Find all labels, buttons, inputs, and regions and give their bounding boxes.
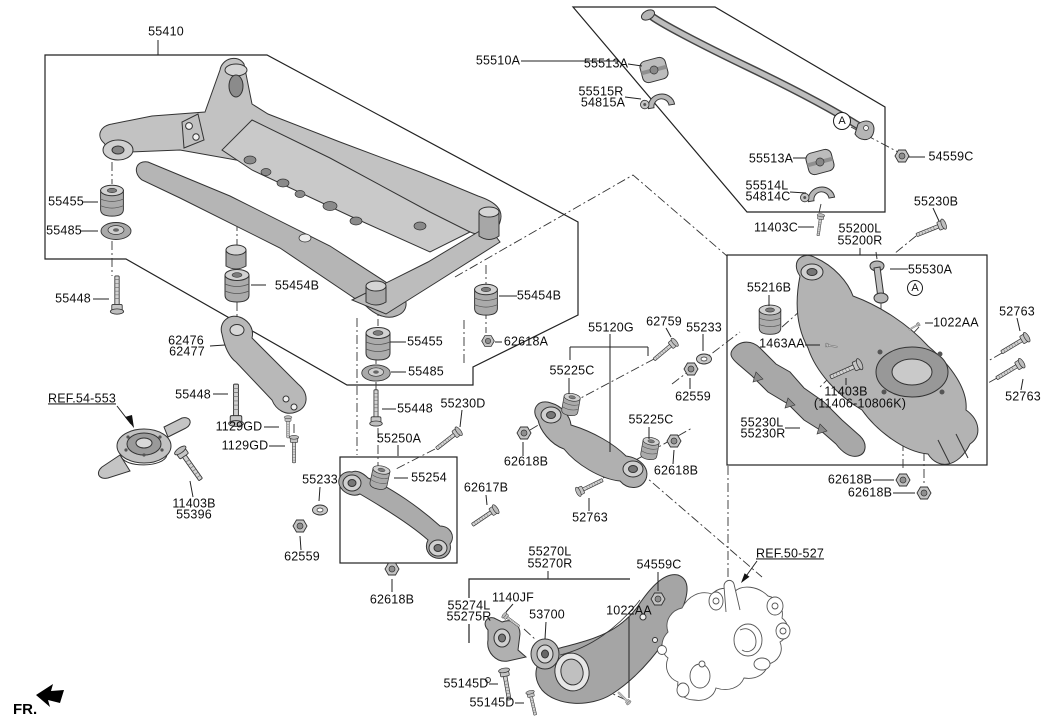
part-label-55230L: 55230L (740, 415, 784, 430)
part-label-62618A: 62618A (503, 334, 549, 349)
part-label-1129GD: 1129GD (215, 419, 263, 434)
part-label-55270L: 55270L (528, 544, 572, 559)
part-label-55513A: 55513A (748, 151, 794, 166)
part-label-1463AA: 1463AA (759, 336, 805, 351)
part-label-54559C: 54559C (928, 149, 974, 164)
part-label-55410: 55410 (148, 24, 184, 39)
part-label-52763: 52763 (572, 510, 608, 525)
fr-direction-arrow-icon (36, 684, 64, 707)
part-label-55485: 55485 (408, 364, 444, 379)
part-label-55396: 55396 (176, 507, 212, 522)
part-label-55250A: 55250A (376, 431, 422, 446)
part-label-REF.50-527: REF.50-527 (755, 546, 825, 561)
part-label-62618B: 62618B (369, 592, 415, 607)
bracket-and-bushing-drawing (484, 617, 560, 670)
part-label-62618B: 62618B (827, 472, 873, 487)
part-label-62759: 62759 (646, 314, 682, 329)
part-label-55530A: 55530A (907, 262, 953, 277)
part-label-55274L: 55274L (447, 598, 491, 613)
part-label-55513A: 55513A (583, 56, 629, 71)
part-label-11403C: 11403C (753, 220, 799, 235)
part-label-55515R: 55515R (578, 84, 624, 99)
assist-arm-drawing (338, 470, 453, 559)
part-label-55254: 55254 (411, 470, 447, 485)
upper-arm-drawing (534, 401, 648, 488)
subframe-drawing (99, 57, 502, 318)
part-label-55455: 55455 (407, 334, 443, 349)
part-label-11403B: 11403B (824, 384, 868, 399)
part-label-53700: 53700 (529, 607, 565, 622)
assembly-boxes (44, 6, 988, 643)
part-label-1140JF: 1140JF (492, 590, 534, 605)
detail-marker-a: A (833, 112, 851, 130)
part-label-1022AA: 1022AA (933, 315, 979, 330)
fr-direction-text: FR. (13, 701, 38, 718)
part-label-55514L: 55514L (745, 178, 789, 193)
part-label-55448: 55448 (55, 291, 91, 306)
part-label-55145D: 55145D (443, 676, 489, 691)
part-label-62559: 62559 (284, 549, 320, 564)
part-label-1129GD: 1129GD (221, 438, 269, 453)
part-label-54559C: 54559C (636, 557, 682, 572)
part-label-55455: 55455 (48, 194, 84, 209)
part-label-11406-10806K: (11406-10806K) (813, 396, 907, 411)
part-label-62477: 62477 (169, 344, 205, 359)
ref-54-553-part-drawing (97, 417, 191, 479)
part-label-62617B: 62617B (463, 480, 509, 495)
fr-direction-label: FR. (13, 701, 37, 718)
part-label-55200R: 55200R (837, 233, 883, 248)
part-label-55200L: 55200L (838, 221, 882, 236)
part-label-62618B: 62618B (653, 463, 699, 478)
knuckle-outline-drawing (657, 579, 791, 701)
part-label-55230R: 55230R (740, 426, 786, 441)
part-label-55225C: 55225C (628, 412, 674, 427)
part-label-54814C: 54814C (745, 189, 791, 204)
part-label-55233: 55233 (686, 320, 722, 335)
part-label-55230B: 55230B (913, 194, 959, 209)
part-label-REF.54-553: REF.54-553 (47, 391, 117, 406)
part-label-55448: 55448 (175, 387, 211, 402)
part-label-55454B: 55454B (274, 278, 320, 293)
part-label-55485: 55485 (46, 223, 82, 238)
part-label-62559: 62559 (675, 389, 711, 404)
part-label-52763: 52763 (1005, 389, 1041, 404)
leader-lines (81, 40, 1024, 704)
part-label-55216B: 55216B (746, 280, 792, 295)
part-label-55230D: 55230D (440, 396, 486, 411)
part-label-62476: 62476 (168, 333, 204, 348)
part-label-55275R: 55275R (446, 609, 492, 624)
part-label-11403B: 11403B (172, 496, 216, 511)
part-label-55225C: 55225C (549, 363, 595, 378)
part-label-1022AA: 1022AA (606, 603, 652, 618)
part-label-52763: 52763 (999, 304, 1035, 319)
part-label-55454B: 55454B (516, 288, 562, 303)
part-label-62618B: 62618B (847, 485, 893, 500)
lower-arm-drawing (730, 251, 979, 465)
part-label-55233: 55233 (302, 472, 338, 487)
ref-arrowheads (125, 415, 750, 583)
detail-marker-a: A (907, 280, 923, 296)
part-label-55448: 55448 (397, 401, 433, 416)
part-label-62618B: 62618B (503, 454, 549, 469)
part-label-55120G: 55120G (588, 320, 634, 335)
part-label-55270R: 55270R (527, 556, 573, 571)
part-label-54815A: 54815A (580, 95, 626, 110)
trailing-link-drawing (220, 315, 307, 414)
part-label-55145D: 55145D (469, 695, 515, 710)
part-label-55510A: 55510A (475, 53, 521, 68)
